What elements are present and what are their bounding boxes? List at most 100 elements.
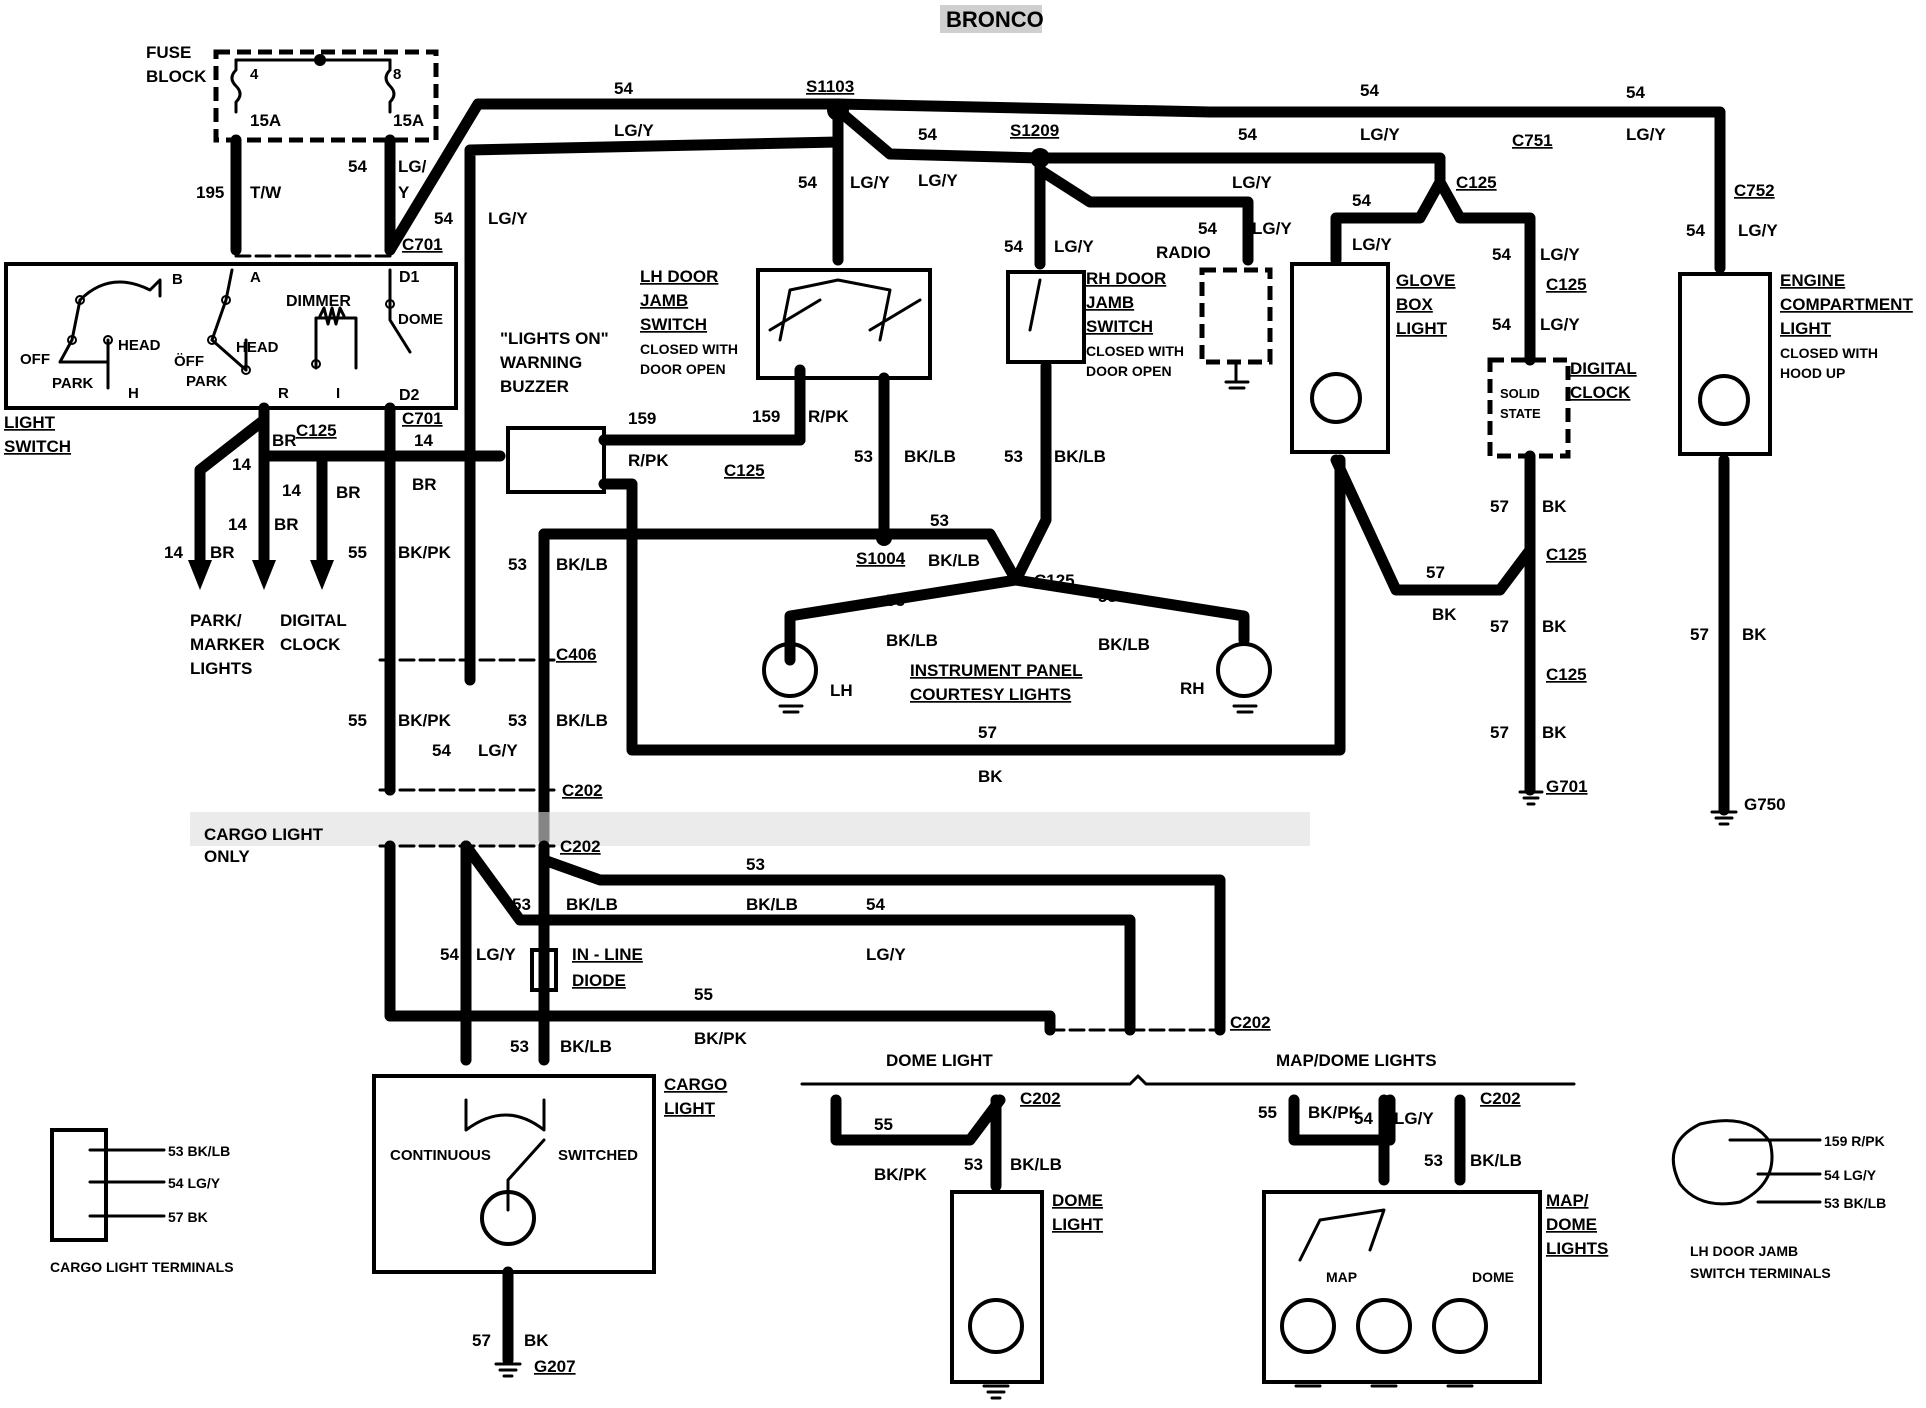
label-components-cargo_terminals-pins-1: 54 LG/Y xyxy=(168,1175,221,1191)
label-wires-n55: 55 xyxy=(348,543,367,562)
label-connectors-c202: C202 xyxy=(1020,1089,1061,1108)
label-wires-n53: 53 xyxy=(510,1037,529,1056)
label-wires-n54: 54 xyxy=(348,157,367,176)
label-components-cargo_terminals-title: CARGO LIGHT TERMINALS xyxy=(50,1259,234,1275)
label-connectors-g207: G207 xyxy=(534,1357,576,1376)
label-wires-n57: 57 xyxy=(1490,617,1509,636)
label-components-lh_door-3: CLOSED WITH xyxy=(640,341,738,357)
label-components-dome_light-0: DOME xyxy=(1052,1191,1103,1210)
label-wires-bk: BK xyxy=(1542,723,1567,742)
label-wires-n57: 57 xyxy=(472,1331,491,1350)
label-components-rh_door-0: RH DOOR xyxy=(1086,269,1166,288)
label-connectors-c202: C202 xyxy=(1480,1089,1521,1108)
label-components-lh_door-1: JAMB xyxy=(640,291,688,310)
label-components-fuse_right-0: 8 xyxy=(393,66,401,83)
label-wires-bk: BK xyxy=(1542,617,1567,636)
label-wires-n54: 54 xyxy=(866,895,885,914)
label-components-fuse_left-0: 4 xyxy=(250,66,259,83)
label-connectors-s1103: S1103 xyxy=(806,77,854,96)
label-wires-rpk: R/PK xyxy=(808,407,849,426)
label-wires-n54: 54 xyxy=(1004,237,1023,256)
label-wires-n14: 14 xyxy=(282,481,301,500)
label-wires-n53: 53 xyxy=(930,511,949,530)
label-wires-n53: 53 xyxy=(508,555,527,574)
label-components-fuse_block-1: BLOCK xyxy=(146,67,207,86)
label-wires-bkpk: BK/PK xyxy=(874,1165,928,1184)
label-wires-n55: 55 xyxy=(1258,1103,1277,1122)
label-components-lights_on-2: BUZZER xyxy=(500,377,569,396)
label-wires-n53: 53 xyxy=(854,447,873,466)
label-wires-n54: 54 xyxy=(1492,315,1511,334)
label-components-cargo_only-0: CARGO LIGHT xyxy=(204,825,324,844)
label-wires-lgy: LG/Y xyxy=(488,209,528,228)
label-wires-n55: 55 xyxy=(348,711,367,730)
label-wires-bkpk: BK/PK xyxy=(694,1029,748,1048)
label-components-lh_door-4: DOOR OPEN xyxy=(640,361,726,377)
label-components-switch_pos-5: PARK xyxy=(186,373,228,390)
label-components-lh: LH xyxy=(830,681,853,700)
upper-wiring xyxy=(188,98,1772,846)
label-connectors-c125: C125 xyxy=(724,461,765,480)
labels: 54 LG/Y S1103 54 S1209 54 54 LG/Y C751 5… xyxy=(50,77,1913,1376)
label-components-rh_door-2: SWITCH xyxy=(1086,317,1153,336)
label-wires-n57: 57 xyxy=(1426,563,1445,582)
label-wires-bk: BK xyxy=(978,767,1003,786)
label-components-switch_pos-4: HEAD xyxy=(236,339,279,356)
label-wires-bklb: BK/LB xyxy=(1098,635,1150,654)
label-components-switch_pos-6: DIMMER xyxy=(286,293,351,310)
label-components-light_switch-1: SWITCH xyxy=(4,437,71,456)
label-wires-bklb: BK/LB xyxy=(886,631,938,650)
label-components-cargo_terminals-pins-2: 57 BK xyxy=(168,1209,208,1225)
label-connectors-c125: C125 xyxy=(296,421,337,440)
label-wires-n54: 54 xyxy=(1198,219,1217,238)
label-wires-bkpk: BK/PK xyxy=(398,711,452,730)
label-wires-bk: BK xyxy=(1742,625,1767,644)
label-wires-bklb: BK/LB xyxy=(560,1037,612,1056)
label-components-cargo_only-1: ONLY xyxy=(204,847,250,866)
label-components-engine-1: COMPARTMENT xyxy=(1780,295,1913,314)
label-components-engine-4: HOOD UP xyxy=(1780,365,1845,381)
label-wires-bklb: BK/LB xyxy=(1470,1151,1522,1170)
label-wires-bklb: BK/LB xyxy=(566,895,618,914)
label-wires-tw: T/W xyxy=(250,183,282,202)
label-components-light_switch-0: LIGHT xyxy=(4,413,56,432)
label-wires-n53: 53 xyxy=(1424,1151,1443,1170)
label-components-lh_terminals-title-1: SWITCH TERMINALS xyxy=(1690,1265,1831,1281)
label-wires-n57: 57 xyxy=(1490,723,1509,742)
label-components-continuous: CONTINUOUS xyxy=(390,1147,491,1164)
label-components-radio: RADIO xyxy=(1156,243,1211,262)
label-connectors-g750: G750 xyxy=(1744,795,1786,814)
label-connectors-c202: C202 xyxy=(1230,1013,1271,1032)
label-wires-lgy: LG/Y xyxy=(614,121,654,140)
label-wires-br: BR xyxy=(412,475,437,494)
label-wires-n57: 57 xyxy=(1490,497,1509,516)
label-connectors-c125: C125 xyxy=(1546,545,1587,564)
label-connectors-c125: C125 xyxy=(1546,665,1587,684)
label-components-lights_on-1: WARNING xyxy=(500,353,582,372)
label-wires-n54: 54 xyxy=(1354,1109,1373,1128)
label-components-lh_terminals-pins-2: 53 BK/LB xyxy=(1824,1195,1886,1211)
label-components-solid_state-1: STATE xyxy=(1500,406,1541,421)
label-wires-bklb: BK/LB xyxy=(904,447,956,466)
label-components-switched: SWITCHED xyxy=(558,1147,638,1164)
label-wires-bklb: BK/LB xyxy=(746,895,798,914)
label-components-lh_terminals-pins-0: 159 R/PK xyxy=(1824,1133,1885,1149)
label-components-lights_on-0: "LIGHTS ON" xyxy=(500,329,609,348)
label-wires-lgy: LG/Y xyxy=(1626,125,1666,144)
label-wires-rpk: R/PK xyxy=(628,451,669,470)
fuse-block: FUSE BLOCK 4 15A 8 15A xyxy=(146,43,439,143)
label-connectors-c701b: C701 xyxy=(402,409,443,428)
label-wires-n54: 54 xyxy=(1626,83,1645,102)
label-wires-n53: 53 xyxy=(1004,447,1023,466)
ground-symbols xyxy=(494,380,1738,1400)
label-wires-bklb: BK/LB xyxy=(1010,1155,1062,1174)
label-wires-n14: 14 xyxy=(228,515,247,534)
label-components-dome: DOME xyxy=(1472,1269,1514,1285)
label-wires-n54: 54 xyxy=(440,945,459,964)
label-wires-n159: 159 xyxy=(628,409,656,428)
label-components-lh_door-2: SWITCH xyxy=(640,315,707,334)
label-components-fuse_left-1: 15A xyxy=(250,111,281,130)
label-components-switch_pos-3: ÖFF xyxy=(174,353,204,370)
label-connectors-g701: G701 xyxy=(1546,777,1588,796)
